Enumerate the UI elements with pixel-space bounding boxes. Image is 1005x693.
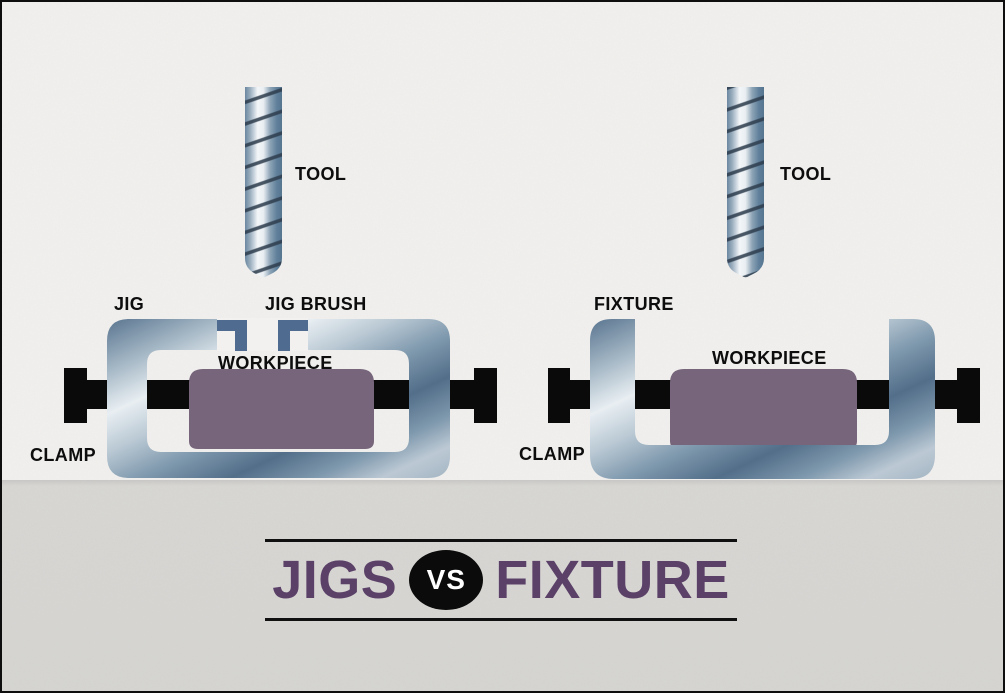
workpiece-block-right — [670, 369, 857, 449]
clamp-head-left-right — [474, 368, 497, 423]
tool-thread-stripes-right — [727, 87, 764, 278]
clamp-head-left-left — [64, 368, 87, 423]
jig-frame-body — [107, 319, 450, 478]
fixture-body — [590, 319, 935, 479]
workpiece-block-left — [189, 369, 374, 449]
jig-bush-left — [217, 320, 247, 351]
jig-diagram-group — [64, 87, 497, 478]
clamp-head-right-right — [957, 368, 980, 423]
title-rule-bottom — [265, 618, 737, 621]
vs-badge: VS — [409, 550, 484, 610]
tool-thread-stripes-left — [245, 87, 282, 278]
tool-label-right: TOOL — [780, 164, 832, 184]
fixture-diagram-group — [548, 87, 980, 479]
title-word-fixture: FIXTURE — [495, 550, 730, 610]
jig-brush-label: JIG BRUSH — [265, 294, 367, 314]
title-word-jigs: JIGS — [272, 550, 398, 610]
footer-title: JIGS VS FIXTURE — [265, 543, 737, 617]
jig-label: JIG — [114, 294, 145, 314]
workpiece-label-left: WORKPIECE — [218, 353, 333, 373]
fixture-label: FIXTURE — [594, 294, 674, 314]
clamp-label-right: CLAMP — [519, 444, 585, 464]
jig-bush-right — [278, 320, 308, 351]
title-rule-top — [265, 539, 737, 542]
clamp-head-right-left — [548, 368, 570, 423]
workpiece-label-right: WORKPIECE — [712, 348, 827, 368]
clamp-label-left: CLAMP — [30, 445, 96, 465]
vs-badge-label: VS — [426, 564, 466, 595]
tool-label-left: TOOL — [295, 164, 347, 184]
